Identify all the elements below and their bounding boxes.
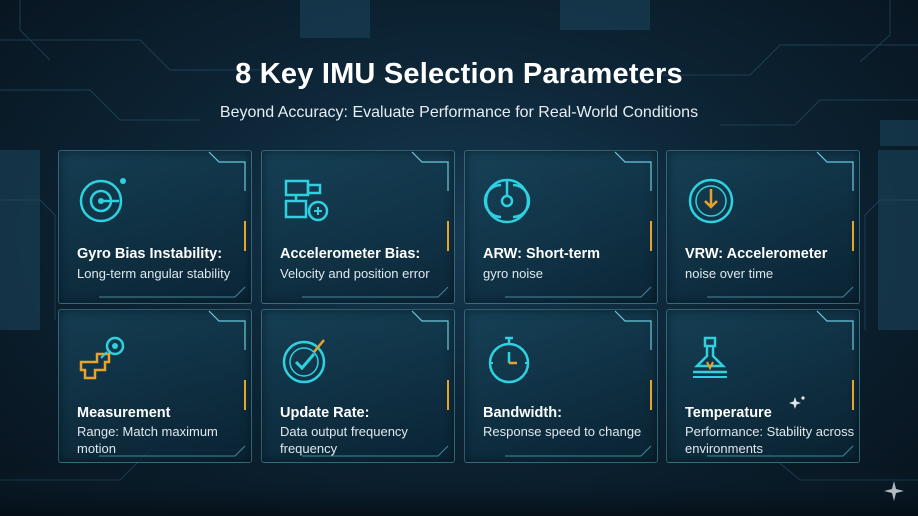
page-title: 8 Key IMU Selection Parameters xyxy=(235,58,683,90)
parameter-name: Bandwidth: xyxy=(483,405,562,421)
temperature-sensor-icon xyxy=(693,336,727,378)
sparkle-icon xyxy=(789,396,805,409)
parameter-name: VRW: Accelerometer xyxy=(685,246,828,262)
parameter-card-update-rate: Update Rate: Data output frequency frequ… xyxy=(261,309,455,463)
gyro-target-icon xyxy=(79,178,126,223)
parameter-card-arw: ARW: Short-term gyro noise xyxy=(464,150,658,304)
parameter-name: ARW: Short-term xyxy=(483,246,601,262)
bandwidth-stopwatch-icon xyxy=(488,336,530,384)
parameter-name: Gyro Bias Instability: xyxy=(77,246,223,262)
parameter-description: gyro noise xyxy=(483,266,543,281)
sparkle-icon-corner xyxy=(884,481,904,501)
card-corner-decoration xyxy=(505,151,652,298)
parameter-card-vrw: VRW: Accelerometer noise over time xyxy=(666,150,860,304)
velocity-gauge-icon xyxy=(688,178,734,224)
card-corner-decoration xyxy=(707,151,854,298)
parameter-description: Velocity and position error xyxy=(280,266,430,281)
parameter-card-bandwidth: Bandwidth: Response speed to change xyxy=(464,309,658,463)
card-corner-decoration xyxy=(302,151,449,298)
parameter-name: Measurement xyxy=(77,405,171,421)
card-corner-decoration xyxy=(99,310,246,457)
update-rate-check-icon xyxy=(282,339,326,384)
parameter-description: Data output frequency frequency xyxy=(280,424,408,456)
card-corner-decoration xyxy=(505,310,652,457)
parameter-description: Performance: Stability across environmen… xyxy=(685,424,855,456)
parameter-card-temperature: Temperature Performance: Stability acros… xyxy=(666,309,860,463)
accelerometer-blocks-icon xyxy=(284,179,329,222)
card-corner-decoration xyxy=(99,151,246,298)
parameter-description: Long-term angular stability xyxy=(77,266,231,281)
card-corner-decoration xyxy=(302,310,449,457)
parameter-description: noise over time xyxy=(685,266,774,281)
page-subtitle: Beyond Accuracy: Evaluate Performance fo… xyxy=(219,104,699,121)
parameter-name: Temperature xyxy=(685,405,772,421)
parameter-card-gyro-bias: Gyro Bias Instability: Long-term angular… xyxy=(58,150,252,304)
angular-random-walk-icon xyxy=(483,178,531,224)
parameter-description: Response speed to change xyxy=(483,424,642,439)
parameter-name: Update Rate: xyxy=(280,405,370,421)
parameter-card-accelerometer-bias: Accelerometer Bias: Velocity and positio… xyxy=(261,150,455,304)
card-corner-decoration xyxy=(707,310,854,457)
measurement-range-icon xyxy=(79,336,125,380)
parameter-description: Range: Match maximum motion xyxy=(77,424,218,456)
parameter-card-measurement-range: Measurement Range: Match maximum motion xyxy=(58,309,252,463)
parameter-name: Accelerometer Bias: xyxy=(280,246,421,262)
